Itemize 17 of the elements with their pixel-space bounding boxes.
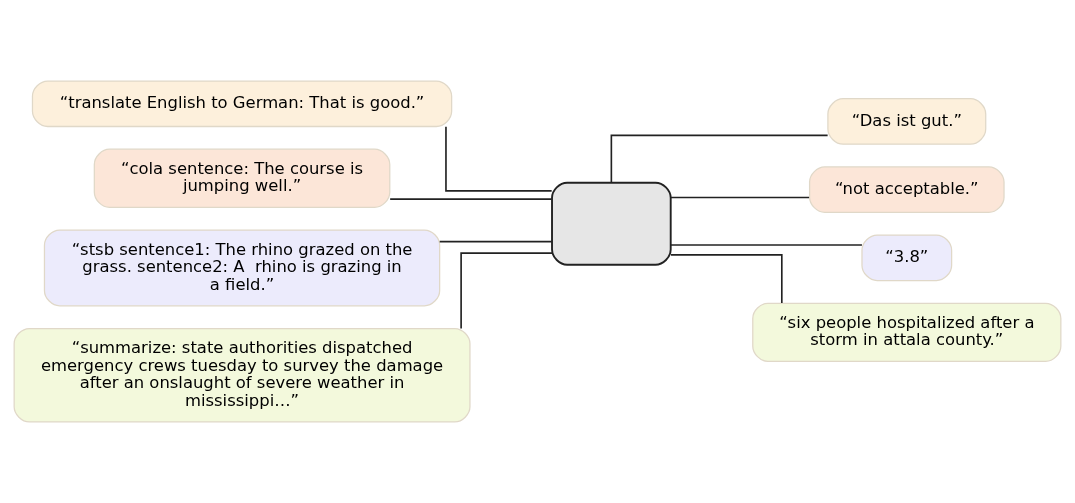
node-box: “summarize: state authorities dispatched emergency crews tuesday to survey the damage after an onslaught of severe weather in mississippi…” <box>13 327 471 423</box>
node-box: “not acceptable.” <box>808 166 1005 213</box>
connector <box>460 252 553 330</box>
node-box: “3.8” <box>861 234 953 282</box>
connector <box>669 244 863 246</box>
connector <box>438 240 553 243</box>
connector <box>445 125 553 192</box>
node-box: “cola sentence: The course is jumping well.” <box>93 148 391 208</box>
connector <box>670 254 783 304</box>
connector <box>389 198 553 200</box>
node-box: “Das ist gut.” <box>827 98 987 145</box>
node-box: “six people hospitalized after a storm in attala county.” <box>752 302 1062 362</box>
connector <box>669 196 810 199</box>
node-box: “translate English to German: That is good.” <box>31 80 453 128</box>
connector <box>610 134 829 184</box>
node-box: “stsb sentence1: The rhino grazed on the grass. sentence2: A rhino is grazing in a field.” <box>43 229 441 307</box>
node-box <box>551 181 672 266</box>
